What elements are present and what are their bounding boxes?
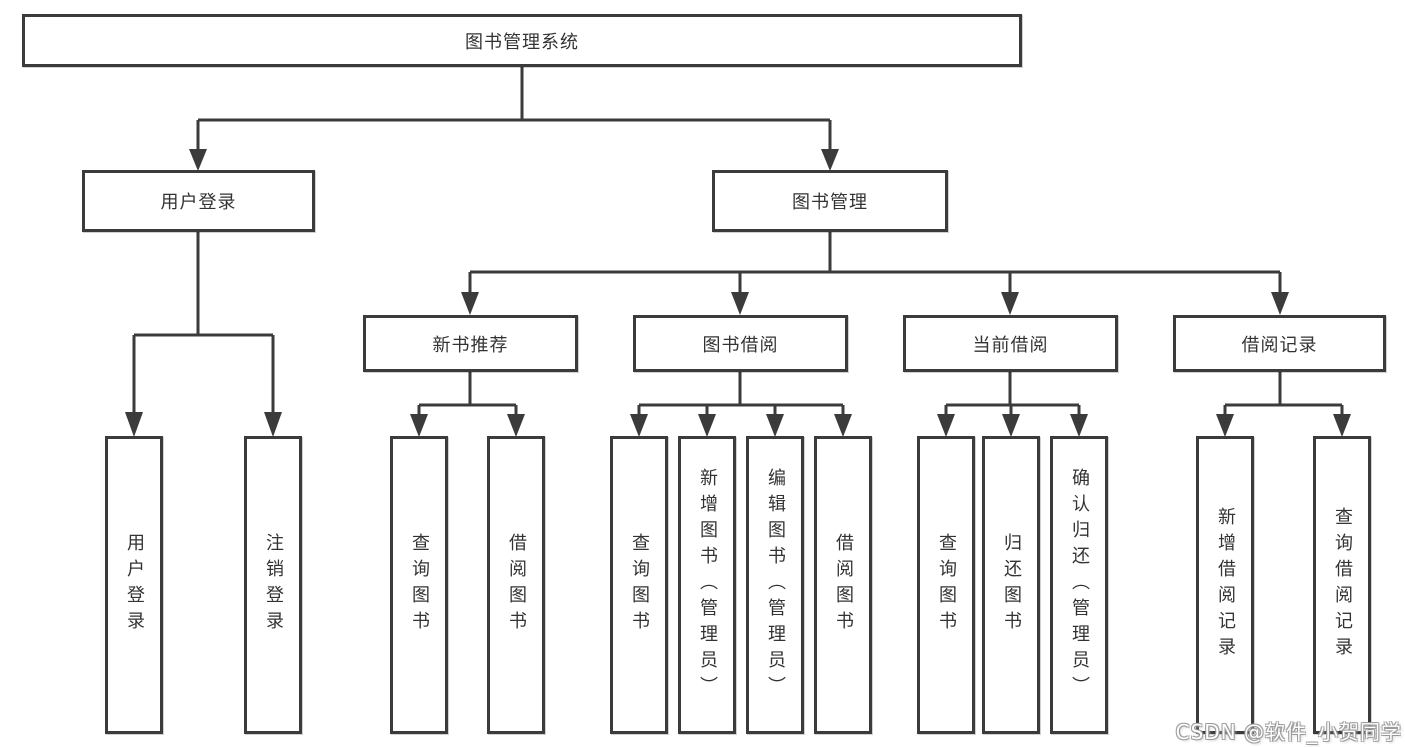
arrow-down-icon (1002, 414, 1020, 437)
arrow-down-icon (189, 149, 207, 171)
leaf-label: 新增借阅记录 (1215, 507, 1236, 663)
arrow-down-icon (1271, 292, 1289, 315)
leaf-label: 借阅图书 (833, 533, 854, 637)
leaf-query-books-borrowing: 查询图书 (610, 436, 668, 734)
leaf-query-books-recommend: 查询图书 (390, 436, 448, 734)
leaf-label: 查询图书 (936, 533, 957, 637)
node-library-management-system: 图书管理系统 (22, 14, 1022, 67)
edge-current-branch (944, 372, 1081, 418)
node-book-management: 图书管理 (712, 170, 948, 232)
arrow-down-icon (698, 414, 716, 437)
node-book-borrowing: 图书借阅 (633, 315, 848, 372)
arrow-down-icon (937, 414, 955, 437)
leaf-query-books-current: 查询图书 (917, 436, 975, 734)
node-user-login: 用户登录 (82, 170, 315, 232)
arrow-down-icon (125, 412, 143, 437)
leaf-query-borrow-record: 查询借阅记录 (1313, 436, 1371, 734)
leaf-label: 注销登录 (263, 533, 284, 637)
node-current-borrowing: 当前借阅 (903, 315, 1118, 372)
leaf-user-login: 用户登录 (105, 436, 163, 734)
arrow-down-icon (821, 149, 839, 171)
arrow-down-icon (1001, 292, 1019, 315)
edge-root-trunk (196, 67, 832, 151)
leaf-borrow-books-recommend: 借阅图书 (487, 436, 545, 734)
leaf-label: 用户登录 (124, 533, 145, 637)
edge-paths (132, 67, 1344, 418)
leaf-label: 新增图书（管理员） (697, 468, 718, 702)
leaf-return-books: 归还图书 (982, 436, 1040, 734)
arrow-down-icon (1333, 414, 1351, 437)
arrowheads (125, 149, 1351, 437)
edge-book-mgmt-branch (468, 232, 1282, 295)
arrow-down-icon (766, 414, 784, 437)
leaf-label: 确认归还（管理员） (1069, 468, 1090, 702)
arrow-down-icon (264, 412, 282, 437)
node-borrowing-records: 借阅记录 (1173, 315, 1386, 372)
leaf-label: 查询借阅记录 (1332, 507, 1353, 663)
csdn-watermark: CSDN @软件_小贺同学 (1175, 720, 1402, 744)
node-new-book-recommend: 新书推荐 (363, 315, 578, 372)
arrow-down-icon (834, 414, 852, 437)
leaf-confirm-return-admin: 确认归还（管理员） (1050, 436, 1108, 734)
edge-user-login-branch (132, 232, 275, 416)
arrow-down-icon (461, 292, 479, 315)
leaf-borrow-books-borrowing: 借阅图书 (814, 436, 872, 734)
leaf-label: 查询图书 (629, 533, 650, 637)
arrow-down-icon (630, 414, 648, 437)
edge-new-books-branch (417, 372, 518, 418)
arrow-down-icon (731, 292, 749, 315)
arrow-down-icon (507, 414, 525, 437)
leaf-add-books-admin: 新增图书（管理员） (678, 436, 736, 734)
arrow-down-icon (1216, 414, 1234, 437)
arrow-down-icon (410, 414, 428, 437)
leaf-label: 查询图书 (409, 533, 430, 637)
edge-records-branch (1223, 372, 1344, 418)
leaf-add-borrow-record: 新增借阅记录 (1196, 436, 1254, 734)
leaf-edit-books-admin: 编辑图书（管理员） (746, 436, 804, 734)
leaf-logout: 注销登录 (244, 436, 302, 734)
leaf-label: 归还图书 (1001, 533, 1022, 637)
arrow-down-icon (1070, 414, 1088, 437)
edge-borrowing-branch (637, 372, 845, 418)
leaf-label: 借阅图书 (506, 533, 527, 637)
leaf-label: 编辑图书（管理员） (765, 468, 786, 702)
